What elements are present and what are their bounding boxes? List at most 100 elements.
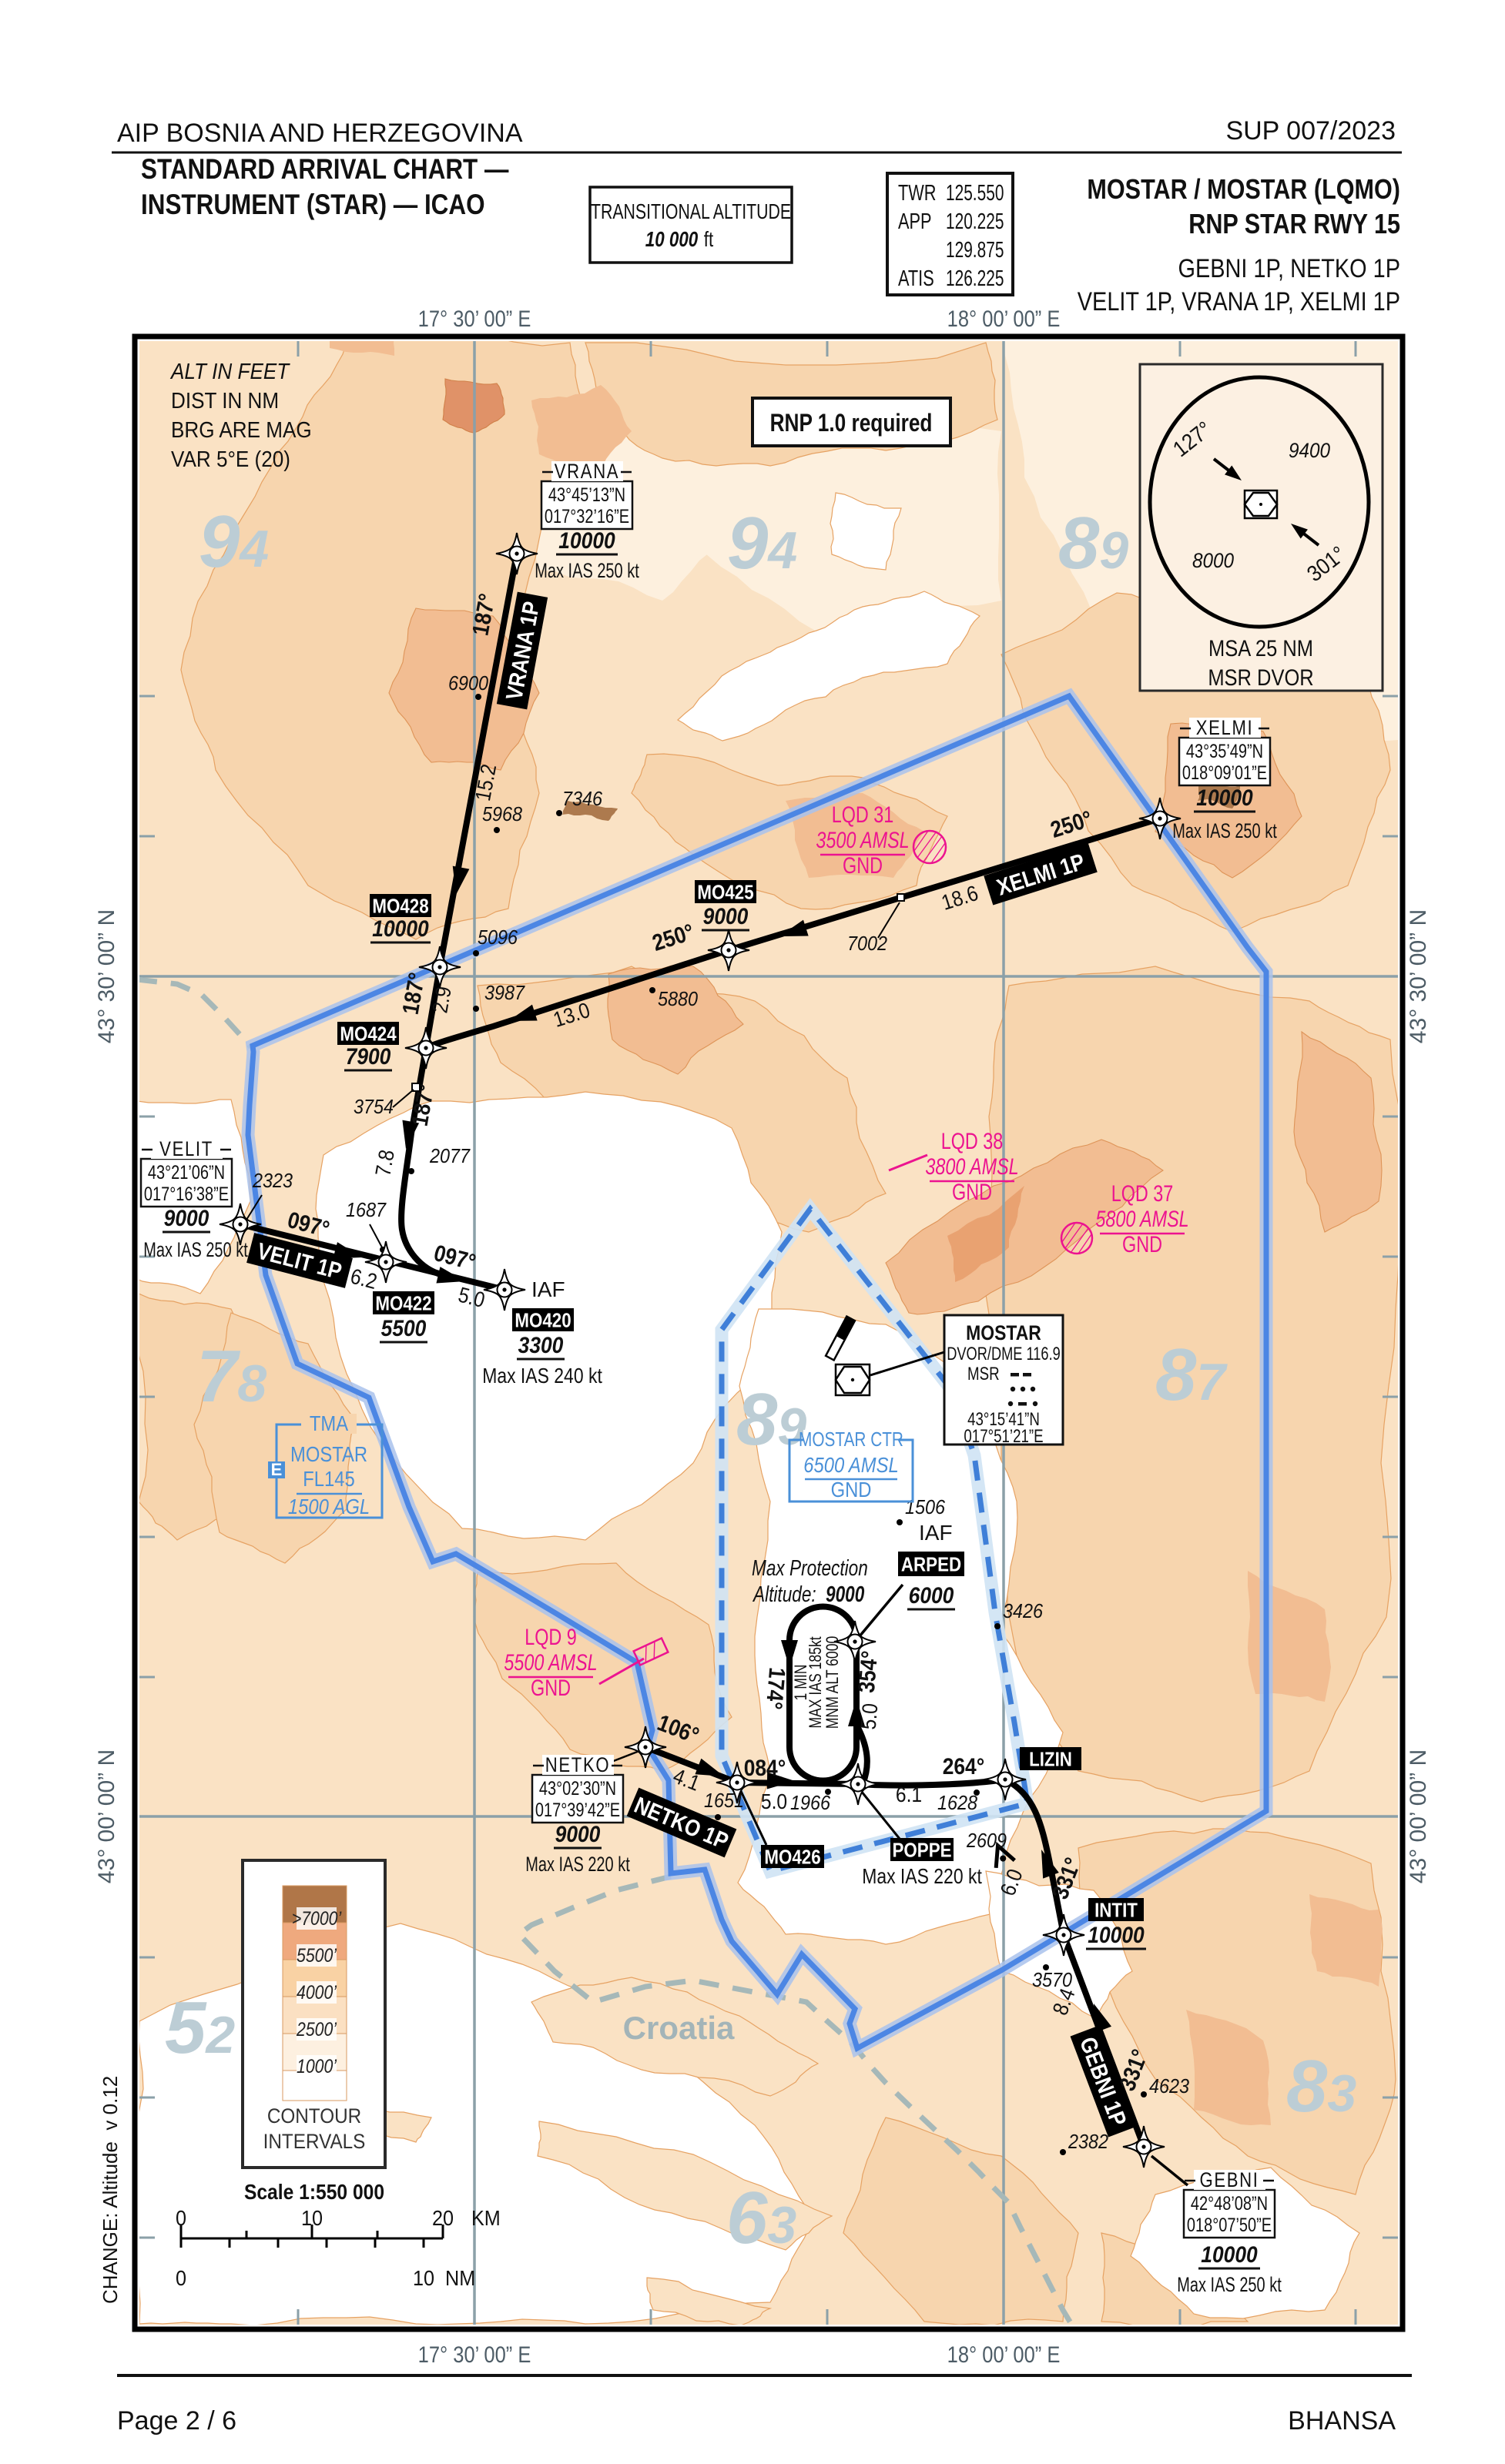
svg-text:1628: 1628 <box>937 1793 977 1814</box>
svg-text:MSR DVOR: MSR DVOR <box>1208 665 1313 690</box>
svg-text:18° 00’ 00” E: 18° 00’ 00” E <box>947 306 1061 331</box>
svg-text:DVOR/DME 116.9: DVOR/DME 116.9 <box>947 1344 1061 1364</box>
svg-text:RNP 1.0 required: RNP 1.0 required <box>770 410 933 437</box>
svg-text:4623: 4623 <box>1149 2076 1189 2097</box>
svg-text:43° 30’ 00” N: 43° 30’ 00” N <box>1406 909 1431 1043</box>
svg-text:ARPED: ARPED <box>901 1554 961 1576</box>
svg-text:5500’: 5500’ <box>297 1944 337 1966</box>
svg-text:43°15’41”N: 43°15’41”N <box>967 1409 1040 1430</box>
svg-text:BRG ARE MAG: BRG ARE MAG <box>171 417 312 443</box>
svg-text:AIP BOSNIA AND HERZEGOVINA: AIP BOSNIA AND HERZEGOVINA <box>117 119 523 148</box>
svg-text:Altitude:: Altitude: <box>752 1581 816 1606</box>
svg-text:10000: 10000 <box>558 527 615 553</box>
svg-text:1 MIN: 1 MIN <box>792 1665 810 1701</box>
svg-text:MO420: MO420 <box>515 1310 571 1332</box>
svg-text:MSR: MSR <box>967 1364 1000 1384</box>
svg-text:43°02’30”N: 43°02’30”N <box>539 1778 616 1799</box>
svg-text:XELMI: XELMI <box>1196 717 1254 740</box>
svg-text:264°: 264° <box>943 1753 985 1779</box>
svg-text:174°: 174° <box>761 1666 791 1710</box>
svg-text:2609: 2609 <box>966 1830 1007 1852</box>
svg-text:INTIT: INTIT <box>1094 1900 1138 1922</box>
svg-text:2077: 2077 <box>429 1146 471 1167</box>
svg-text:129.875: 129.875 <box>946 238 1004 263</box>
svg-text:GEBNI 1P, NETKO 1P: GEBNI 1P, NETKO 1P <box>1178 253 1400 283</box>
svg-text:2323: 2323 <box>252 1170 293 1192</box>
svg-text:5880: 5880 <box>658 989 698 1010</box>
svg-text:63: 63 <box>726 2177 796 2259</box>
svg-text:TWR: TWR <box>898 181 937 206</box>
svg-text:6.1: 6.1 <box>896 1783 922 1807</box>
svg-text:5.0: 5.0 <box>761 1789 787 1814</box>
svg-text:MO428: MO428 <box>372 896 428 918</box>
svg-text:GND: GND <box>1122 1231 1162 1257</box>
svg-text:Max IAS 250 kt: Max IAS 250 kt <box>1177 2273 1282 2297</box>
svg-text:DIST IN NM: DIST IN NM <box>171 388 279 413</box>
svg-text:VRANA: VRANA <box>555 460 619 484</box>
svg-text:120.225: 120.225 <box>946 209 1004 234</box>
svg-text:MOSTAR CTR: MOSTAR CTR <box>799 1428 903 1451</box>
svg-text:MSA 25 NM: MSA 25 NM <box>1208 635 1313 661</box>
svg-text:CONTOUR: CONTOUR <box>267 2105 361 2128</box>
svg-text:8000: 8000 <box>1192 550 1235 572</box>
svg-text:GND: GND <box>831 1477 872 1502</box>
svg-text:3426: 3426 <box>1003 1601 1043 1622</box>
svg-text:VELIT 1P, VRANA 1P, XELMI 1P: VELIT 1P, VRANA 1P, XELMI 1P <box>1078 286 1400 316</box>
svg-text:VAR 5°E (20): VAR 5°E (20) <box>171 447 290 472</box>
svg-text:MO426: MO426 <box>764 1846 820 1869</box>
svg-text:3570: 3570 <box>1032 1970 1072 1991</box>
svg-text:5.0: 5.0 <box>856 1702 883 1731</box>
svg-text:Croatia: Croatia <box>623 2010 735 2046</box>
svg-text:6500 AMSL: 6500 AMSL <box>803 1452 898 1477</box>
svg-text:017°32’16”E: 017°32’16”E <box>545 506 629 527</box>
svg-text:10000: 10000 <box>1196 784 1253 810</box>
svg-text:2382: 2382 <box>1068 2131 1108 2153</box>
svg-text:125.550: 125.550 <box>946 181 1004 206</box>
svg-text:017°51’21”E: 017°51’21”E <box>964 1426 1043 1447</box>
svg-text:017°16’38”E: 017°16’38”E <box>144 1183 229 1205</box>
svg-text:3754: 3754 <box>354 1096 394 1118</box>
svg-text:TRANSITIONAL ALTITUDE: TRANSITIONAL ALTITUDE <box>591 199 791 224</box>
svg-text:42°48’08”N: 42°48’08”N <box>1191 2193 1268 2215</box>
svg-text:7900: 7900 <box>346 1043 391 1069</box>
svg-text:1000’: 1000’ <box>297 2055 337 2077</box>
svg-text:6900: 6900 <box>448 673 488 695</box>
svg-text:LQD 31: LQD 31 <box>832 802 894 827</box>
svg-text:KM: KM <box>471 2206 501 2231</box>
svg-text:017°39’42”E: 017°39’42”E <box>535 1799 620 1821</box>
svg-text:BHANSA: BHANSA <box>1288 2406 1396 2436</box>
svg-text:43°21’06”N: 43°21’06”N <box>148 1162 225 1183</box>
svg-text:3500 AMSL: 3500 AMSL <box>816 827 909 852</box>
svg-text:ft: ft <box>704 228 713 252</box>
svg-text:5096: 5096 <box>478 927 518 949</box>
svg-text:5800 AMSL: 5800 AMSL <box>1095 1206 1188 1231</box>
svg-text:2.9: 2.9 <box>427 985 456 1015</box>
svg-text:Scale 1:550 000: Scale 1:550 000 <box>244 2180 384 2205</box>
svg-text:10: 10 <box>413 2266 434 2291</box>
svg-text:Max Protection: Max Protection <box>752 1555 868 1580</box>
svg-text:MOSTAR: MOSTAR <box>966 1321 1041 1344</box>
svg-text:2500’: 2500’ <box>296 2018 337 2040</box>
svg-text:10000: 10000 <box>1088 1921 1145 1947</box>
svg-text:5968: 5968 <box>482 804 522 825</box>
svg-text:9000: 9000 <box>555 1820 601 1846</box>
svg-text:CHANGE: Altitude v 0.12: CHANGE: Altitude v 0.12 <box>99 2076 122 2304</box>
svg-text:Max IAS 250 kt: Max IAS 250 kt <box>1172 819 1277 843</box>
svg-text:GND: GND <box>843 852 883 878</box>
svg-text:10 000: 10 000 <box>645 228 698 252</box>
svg-text:GND: GND <box>952 1179 992 1204</box>
svg-text:IAF: IAF <box>919 1521 953 1545</box>
svg-text:FL145: FL145 <box>303 1466 354 1491</box>
svg-text:APP: APP <box>898 209 932 234</box>
svg-text:10000: 10000 <box>372 915 429 941</box>
svg-text:ATIS: ATIS <box>898 266 934 291</box>
svg-text:STANDARD ARRIVAL CHART —: STANDARD ARRIVAL CHART — <box>141 154 509 186</box>
svg-text:1966: 1966 <box>790 1793 830 1814</box>
svg-text:NETKO: NETKO <box>545 1754 610 1777</box>
svg-text:354°: 354° <box>853 1649 883 1693</box>
svg-text:18° 00’ 00” E: 18° 00’ 00” E <box>947 2342 1061 2367</box>
svg-text:INTERVALS: INTERVALS <box>263 2131 366 2153</box>
svg-text:POPPE: POPPE <box>892 1840 951 1862</box>
svg-text:3800 AMSL: 3800 AMSL <box>925 1153 1018 1179</box>
svg-text:3300: 3300 <box>518 1331 564 1358</box>
